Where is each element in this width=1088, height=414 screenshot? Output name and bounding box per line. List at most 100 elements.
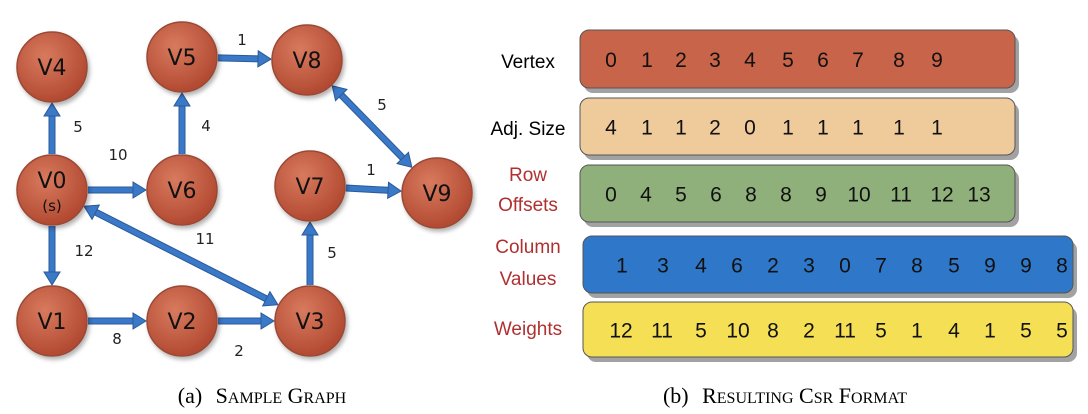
edge-v6-v5: 4 xyxy=(173,92,211,154)
node-circle xyxy=(146,21,218,93)
edge-v3-v0: 11 xyxy=(83,204,279,307)
csr-value: 2 xyxy=(709,117,721,140)
csr-value: 1 xyxy=(675,117,687,140)
csr-value: 0 xyxy=(605,49,617,72)
node-circle xyxy=(271,24,343,96)
node-label: V2 xyxy=(167,310,196,335)
node-circle xyxy=(16,154,88,226)
graph-caption: (a) SAMPLE GRAPH xyxy=(178,383,347,408)
node-v5: V5 xyxy=(146,21,218,93)
edge-v5-v8: 1 xyxy=(217,31,272,68)
csr-value: 4 xyxy=(744,49,756,72)
csr-value: 1 xyxy=(911,320,923,343)
node-label: V8 xyxy=(292,49,321,74)
graph-caption-title: SAMPLE GRAPH xyxy=(216,383,347,408)
csr-value: 9 xyxy=(815,184,827,207)
csr-value: 6 xyxy=(710,184,722,207)
csr-value: 1 xyxy=(782,117,794,140)
csr-value: 11 xyxy=(890,184,912,207)
node-v7: V7 xyxy=(274,150,346,222)
csr-value: 3 xyxy=(709,49,721,72)
node-label: V6 xyxy=(167,179,196,204)
graph-edges: 5 10 12 11 8 2 5 1 4 1 5 xyxy=(43,31,413,360)
edge-weight-label: 1 xyxy=(366,161,376,179)
csr-value: 4 xyxy=(695,255,707,278)
csr-value: 5 xyxy=(675,184,687,207)
node-v0: V0(s) xyxy=(16,154,88,226)
csr-value: 12 xyxy=(609,320,632,343)
edge-weight-label: 5 xyxy=(377,96,387,114)
node-circle xyxy=(146,285,218,357)
csr-value: 0 xyxy=(605,184,617,207)
csr-row-label: Row xyxy=(509,165,547,186)
node-circle xyxy=(16,285,88,357)
edge-weight-label: 8 xyxy=(112,330,122,348)
csr-caption-prefix: (b) xyxy=(663,383,689,408)
csr-value: 5 xyxy=(875,320,887,343)
graph-caption-prefix: (a) xyxy=(178,383,202,408)
node-v9: V9 xyxy=(401,157,473,229)
node-circle xyxy=(274,150,346,222)
csr-value: 1 xyxy=(616,255,628,278)
csr-value: 10 xyxy=(726,320,749,343)
edge-weight-label: 4 xyxy=(201,117,211,135)
edge-weight-label: 11 xyxy=(195,230,214,248)
node-label: V4 xyxy=(37,56,66,81)
csr-caption-title: RESULTING CSR FORMAT xyxy=(702,383,907,408)
csr-value: 11 xyxy=(651,320,673,343)
node-v1: V1 xyxy=(16,285,88,357)
csr-value: 8 xyxy=(767,320,779,343)
node-circle xyxy=(16,31,88,103)
node-label: V7 xyxy=(295,175,324,200)
csr-value: 5 xyxy=(1056,320,1068,343)
csr-row-label: Weights xyxy=(494,319,562,340)
csr-value: 1 xyxy=(641,49,653,72)
node-v8: V8 xyxy=(271,24,343,96)
edge-weight-label: 12 xyxy=(74,242,93,260)
node-label: V9 xyxy=(422,182,451,207)
csr-row-label: Offsets xyxy=(498,195,558,216)
edge-v0-v6: 10 xyxy=(88,146,147,199)
csr-value: 3 xyxy=(657,255,669,278)
csr-value: 3 xyxy=(803,255,815,278)
csr-row-label: Column xyxy=(495,237,560,258)
edge-v2-v3: 2 xyxy=(218,312,275,360)
csr-value: 7 xyxy=(852,49,864,72)
csr-value: 8 xyxy=(745,184,757,207)
csr-bar xyxy=(579,29,1016,89)
node-sublabel: (s) xyxy=(42,197,62,215)
node-circle xyxy=(274,285,346,357)
csr-value: 9 xyxy=(984,255,996,278)
csr-bar xyxy=(582,235,1074,294)
node-v3: V3 xyxy=(274,285,346,357)
csr-value: 10 xyxy=(847,184,870,207)
csr-value: 9 xyxy=(1020,255,1032,278)
node-circle xyxy=(146,154,218,226)
csr-value: 8 xyxy=(893,49,905,72)
csr-value: 2 xyxy=(767,255,779,278)
edge-weight-label: 5 xyxy=(327,244,337,262)
edge-weight-label: 5 xyxy=(73,118,83,136)
csr-value: 5 xyxy=(782,49,794,72)
csr-value: 12 xyxy=(930,184,953,207)
edge-v1-v2: 8 xyxy=(88,312,147,348)
edge-v0-v4: 5 xyxy=(43,102,83,154)
csr-value: 7 xyxy=(875,255,887,278)
edge-weight-label: 10 xyxy=(108,146,127,164)
csr-value: 2 xyxy=(803,320,815,343)
node-label: V1 xyxy=(37,310,66,335)
csr-value: 0 xyxy=(744,117,756,140)
csr-value: 4 xyxy=(605,117,617,140)
edge-v7-v9: 1 xyxy=(345,161,403,200)
csr-value: 2 xyxy=(675,49,687,72)
edge-v8-v9: 5 xyxy=(331,85,413,168)
csr-value: 6 xyxy=(731,255,743,278)
csr-value: 6 xyxy=(817,49,829,72)
csr-value: 0 xyxy=(839,255,851,278)
